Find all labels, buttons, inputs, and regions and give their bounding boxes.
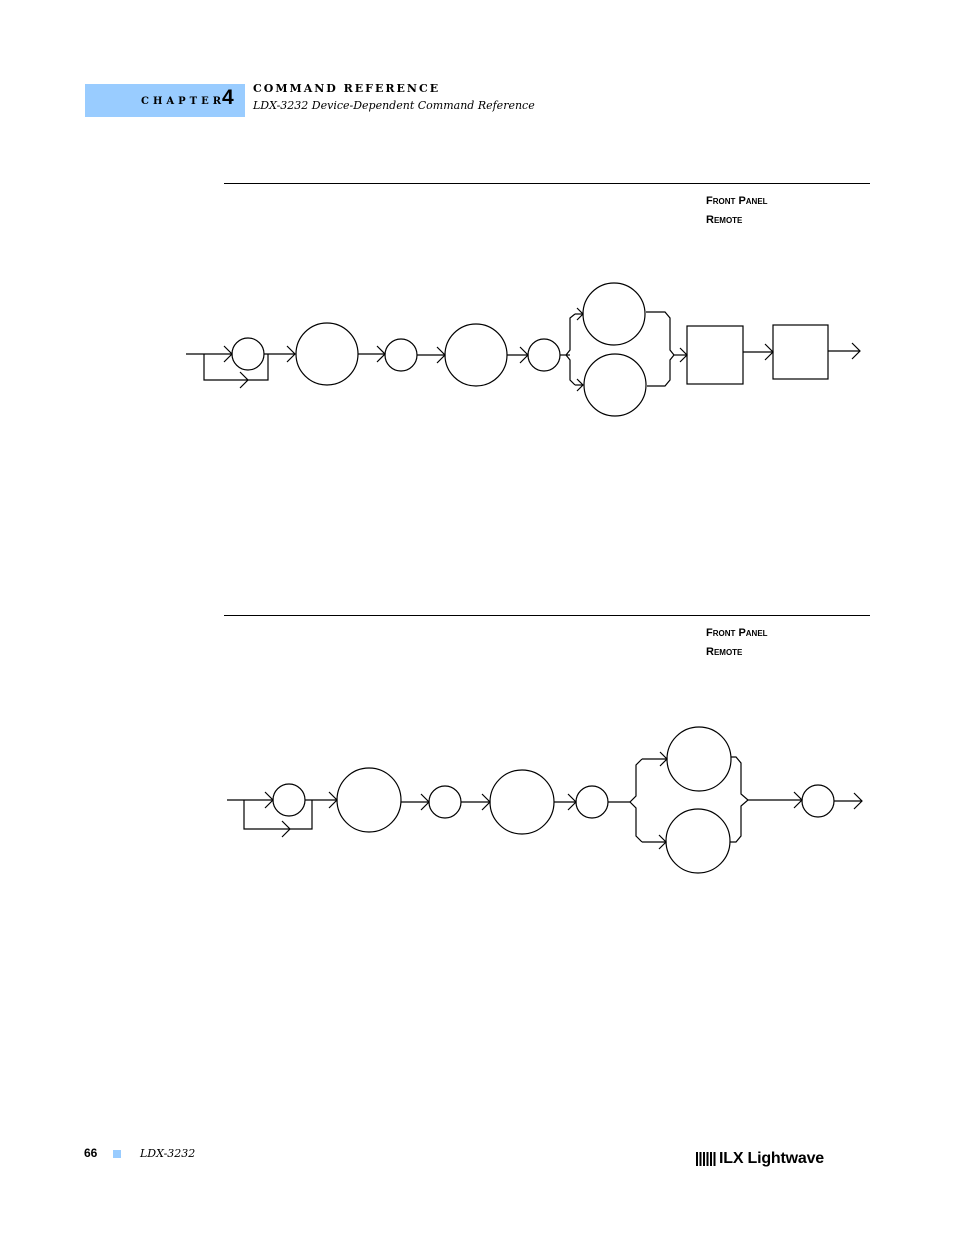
syntax-box-value xyxy=(686,325,744,385)
syntax-box-value xyxy=(772,324,829,380)
arrow-head xyxy=(853,792,863,810)
syntax-node-separator xyxy=(527,338,561,372)
arrow-head xyxy=(281,820,291,838)
chapter-number: 4 xyxy=(222,86,234,109)
access-front-panel: Front Panel xyxy=(706,195,768,207)
header-title: COMMAND REFERENCE xyxy=(253,82,441,95)
chapter-label: CHAPTER xyxy=(141,96,226,107)
syntax-node-keyword xyxy=(444,323,508,387)
footer-model: LDX-3232 xyxy=(140,1147,196,1160)
syntax-node-keyword xyxy=(336,767,402,833)
syntax-node-option-b xyxy=(665,808,731,874)
syntax-node-separator xyxy=(428,785,462,819)
section-divider xyxy=(224,615,870,616)
arrow-head xyxy=(239,371,249,389)
merge-brace xyxy=(646,311,675,387)
bypass-loop xyxy=(243,800,313,830)
header-subtitle: LDX-3232 Device-Dependent Command Refere… xyxy=(253,99,535,112)
syntax-node-colon xyxy=(231,337,265,371)
arrow-head xyxy=(286,345,296,363)
syntax-node-keyword xyxy=(295,322,359,386)
branch-brace xyxy=(565,313,576,386)
syntax-node-option-b xyxy=(583,353,647,417)
syntax-node-colon xyxy=(272,783,306,817)
arrow-head xyxy=(576,378,584,392)
access-remote: Remote xyxy=(706,214,743,226)
logo-text: ILX Lightwave xyxy=(719,1150,824,1167)
chapter-tab: CHAPTER 4 xyxy=(85,84,245,117)
branch-brace xyxy=(629,758,643,843)
syntax-diagram-1 xyxy=(186,282,861,417)
merge-brace xyxy=(730,756,749,843)
page-number: 66 xyxy=(84,1146,98,1160)
syntax-node-separator xyxy=(384,338,418,372)
company-logo: ILX Lightwave xyxy=(696,1148,824,1170)
syntax-node-terminator xyxy=(801,784,835,818)
access-front-panel: Front Panel xyxy=(706,627,768,639)
syntax-node-option-a xyxy=(582,282,646,346)
access-remote: Remote xyxy=(706,646,743,658)
syntax-node-option-a xyxy=(666,726,732,792)
access-list: Front Panel Remote xyxy=(706,192,768,230)
section-divider xyxy=(224,183,870,184)
syntax-diagram-2 xyxy=(227,726,863,874)
syntax-node-keyword xyxy=(489,769,555,835)
syntax-node-separator xyxy=(575,785,609,819)
arrow-head xyxy=(851,342,861,360)
footer-marker xyxy=(113,1150,121,1158)
bypass-loop xyxy=(203,354,269,381)
access-list: Front Panel Remote xyxy=(706,624,768,662)
logo-stripes-icon xyxy=(696,1152,716,1166)
